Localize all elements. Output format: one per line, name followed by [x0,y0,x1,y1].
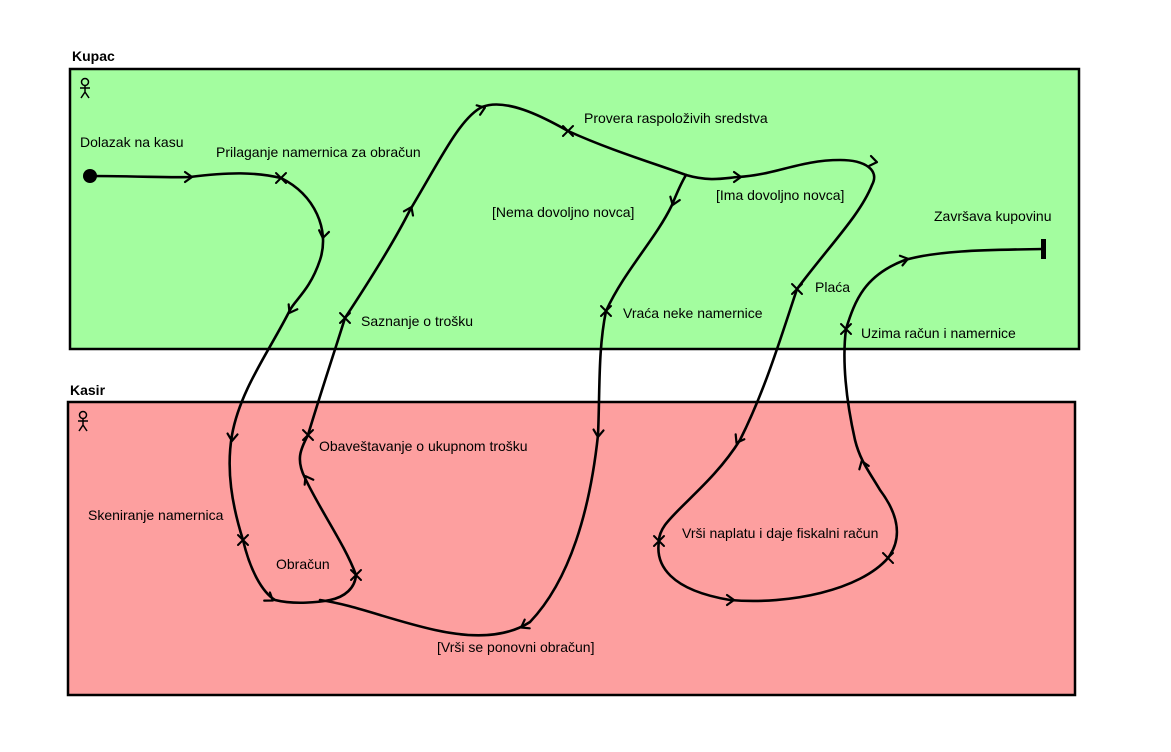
flow-charge-to-takes [657,327,899,603]
state-inform-total: Obaveštavanje o ukupnom trošku [319,438,528,454]
flow-start-to-placing [88,172,283,180]
guard-recalc: [Vrši se ponovni obračun] [437,639,594,655]
state-learn-cost: Saznanje o trošku [361,313,473,329]
flow-lines [88,103,1045,637]
actor-icon [78,410,88,432]
flow-return-to-calculation [318,309,608,637]
state-finishes: Završava kupovinu [934,208,1052,224]
flow-check-to-decision [566,129,688,177]
cashier-lane-title: Kasir [70,382,106,398]
final-node [1041,239,1046,259]
state-arrival: Dolazak na kasu [80,134,184,150]
state-calculation: Obračun [276,556,330,572]
flow-pays-to-charge [657,287,799,543]
flow-scanning-to-calculation [241,538,358,605]
flow-not-enough-to-return [604,173,688,313]
cashier-lane-box [66,400,1077,697]
flow-learn-to-check [343,103,570,320]
actor-icon [80,77,90,99]
flow-enough-to-pays [684,158,876,291]
flow-calculation-to-inform [298,433,358,577]
state-takes-receipt: Uzima račun i namernice [861,325,1016,341]
state-scanning: Skeniranje namernica [88,507,224,523]
guard-not-enough: [Nema dovoljno novca] [492,204,634,220]
flow-inform-to-learn [306,316,347,437]
flow-placing-to-scanning [228,176,325,542]
state-return-items: Vraća neke namernice [623,305,763,321]
cashier-lane: Kasir [66,382,1077,697]
customer-lane-title: Kupac [72,48,115,64]
state-charge: Vrši naplatu i daje fiskalni račun [682,525,878,541]
initial-node [83,169,97,183]
guard-labels: [Nema dovoljno novca] [Ima dovoljno novc… [437,187,844,655]
state-placing: Prilaganje namernica za obračun [216,144,421,160]
customer-lane-box [68,67,1081,351]
state-check-funds: Provera raspoloživih sredstva [584,110,768,126]
flow-takes-to-end [844,247,1045,331]
state-pays: Plaća [815,279,850,295]
state-labels: Dolazak na kasu Prilaganje namernica za … [80,110,1052,572]
guard-enough: [Ima dovoljno novca] [716,187,844,203]
customer-lane: Kupac [68,48,1081,351]
